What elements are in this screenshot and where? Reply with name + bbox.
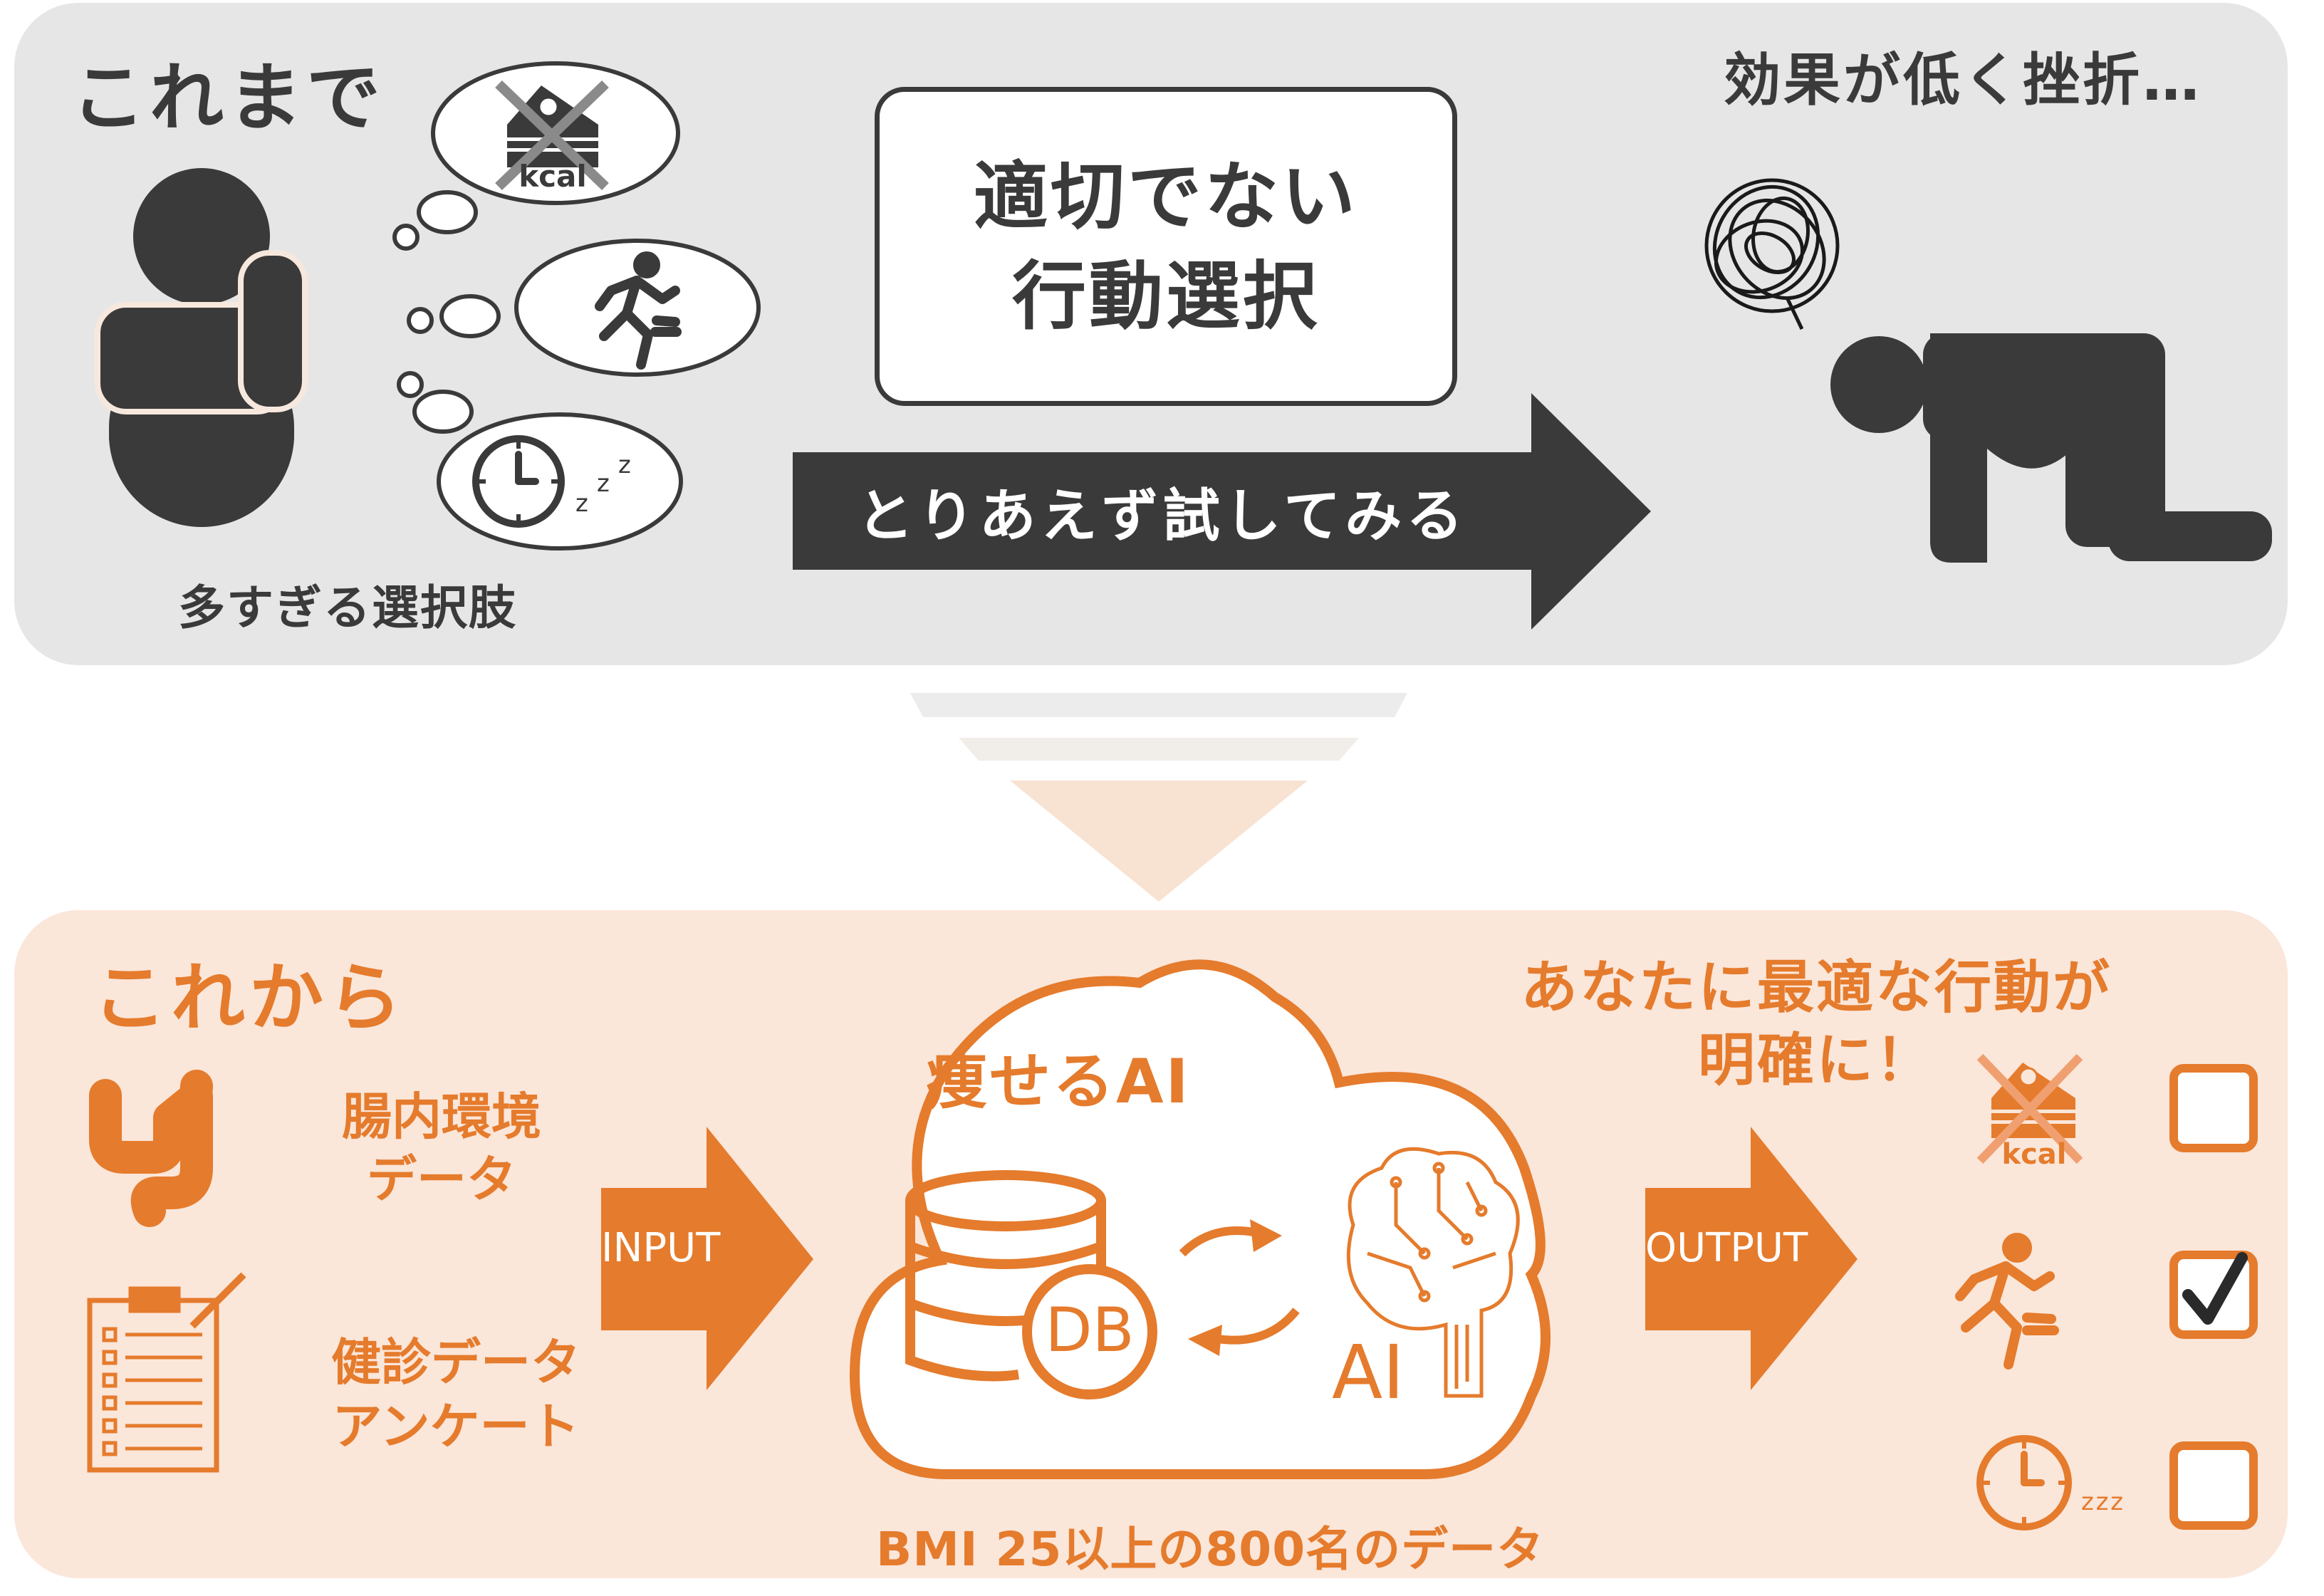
optimal-line1: あなたに最適な行動が xyxy=(1521,954,2112,1021)
result-text: 効果が低く挫折… xyxy=(1724,47,2202,113)
input-label: INPUT xyxy=(601,1225,721,1271)
clock-sleep-icon: z z z xyxy=(472,435,631,528)
thinking-person-icon xyxy=(95,168,308,527)
after-heading: これから xyxy=(93,954,407,1041)
runner-icon xyxy=(1955,1233,2059,1370)
db-label: DB xyxy=(1045,1295,1135,1366)
checkup-line2: アンケート xyxy=(332,1397,580,1456)
output-arrow xyxy=(1645,1127,1857,1390)
try-anyway-label: とりあえず試してみる xyxy=(856,482,1468,549)
try-anyway-arrow xyxy=(793,393,1651,630)
ai-brain-icon xyxy=(1346,1147,1520,1398)
transition-arrow xyxy=(910,693,1407,902)
svg-text:z: z xyxy=(597,469,610,498)
db-badge xyxy=(1022,1264,1157,1399)
optimal-action-text: あなたに最適な行動が 明確に！ xyxy=(1467,951,2165,1097)
option-checkbox-1[interactable] xyxy=(2169,1064,2258,1152)
svg-text:z: z xyxy=(618,451,631,479)
cloud-title: 痩せるAI xyxy=(926,1046,1191,1117)
defeated-person-icon xyxy=(1830,333,2272,563)
clipboard-checklist-icon xyxy=(87,1272,246,1473)
dataset-note: BMI 25以上の800名のデータ xyxy=(876,1522,1545,1577)
runner-icon xyxy=(595,251,682,370)
svg-text:z: z xyxy=(575,489,588,518)
bad-choice-line1: 適切でない xyxy=(973,153,1358,240)
clock-sleep-icon xyxy=(1976,1435,2072,1530)
bad-choice-line2: 行動選択 xyxy=(1011,253,1320,340)
frustration-scribble-icon xyxy=(1704,178,1840,330)
option-checkbox-3[interactable] xyxy=(2169,1441,2258,1530)
gut-data-label: 腸内環境 データ xyxy=(313,1085,570,1211)
gut-data-line1: 腸内環境 xyxy=(342,1088,541,1146)
cake-kcal-crossed-icon: kcal xyxy=(495,80,609,194)
input-arrow xyxy=(601,1127,813,1390)
checkmark-icon xyxy=(2182,1252,2248,1325)
cake-kcal-crossed-icon xyxy=(1976,1053,2083,1164)
checkup-data-label: 健診データ アンケート xyxy=(313,1330,598,1459)
kcal-label: kcal xyxy=(2001,1138,2066,1171)
output-label: OUTPUT xyxy=(1645,1225,1808,1271)
optimal-line2: 明確に！ xyxy=(1698,1027,1934,1093)
intestine-icon xyxy=(89,1070,213,1227)
exchange-arrows-icon xyxy=(1179,1219,1300,1356)
too-many-choices-label: 多すぎる選択肢 xyxy=(178,580,517,635)
before-heading: これまで xyxy=(71,54,385,141)
zzz-label: z z z xyxy=(2081,1488,2122,1516)
checkup-line1: 健診データ xyxy=(331,1333,580,1392)
bad-choice-box: 適切でない 行動選択 xyxy=(875,87,1457,406)
ai-label: AI xyxy=(1332,1329,1405,1416)
gut-data-line2: データ xyxy=(367,1150,516,1209)
svg-text:kcal: kcal xyxy=(519,159,587,194)
